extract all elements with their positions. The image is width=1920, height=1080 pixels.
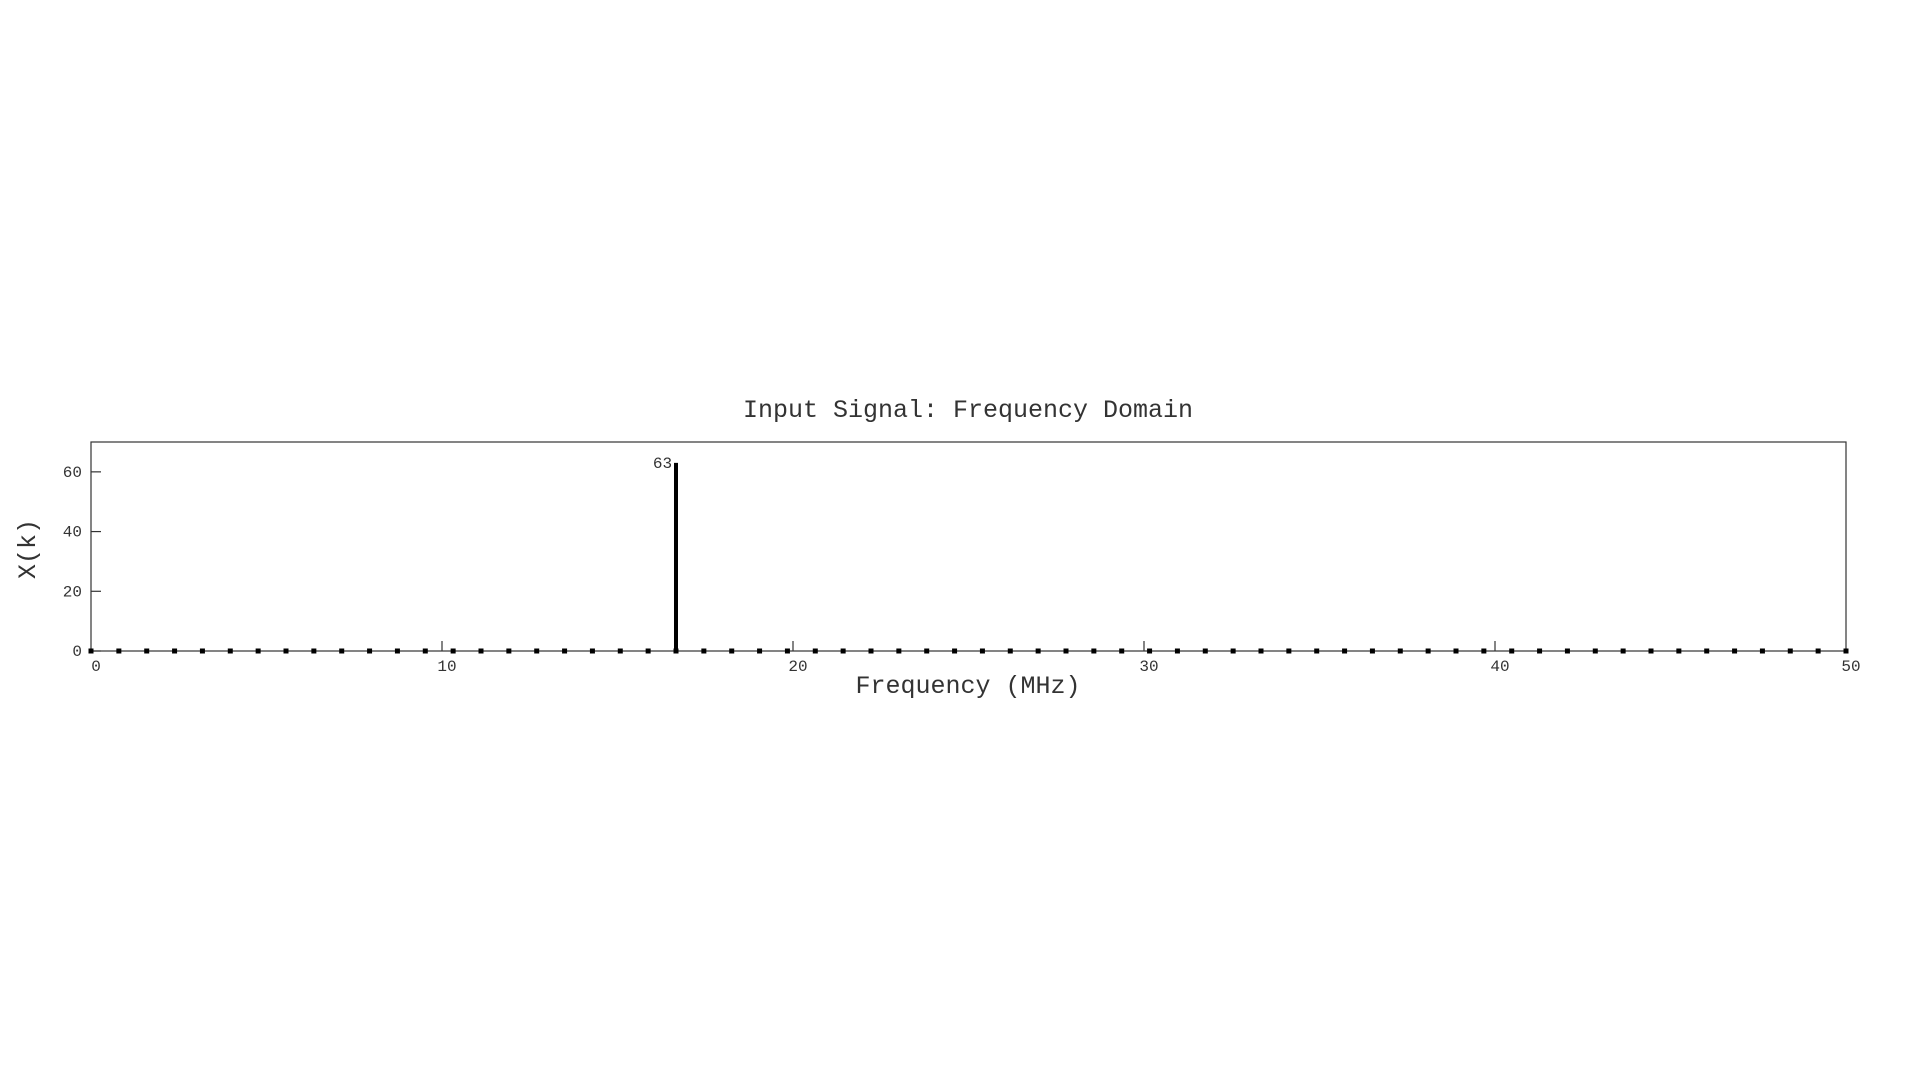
stem-marker (1620, 648, 1626, 654)
stem-marker (199, 648, 205, 654)
stem-marker (589, 648, 595, 654)
stem-marker (1119, 648, 1125, 654)
stem-marker (840, 648, 846, 654)
stem-marker (673, 648, 679, 654)
x-axis-ticks: 0 10 20 30 40 50 (91, 641, 1861, 676)
stem-marker (422, 648, 428, 654)
x-tick-label: 40 (1490, 658, 1509, 676)
stem-marker (506, 648, 512, 654)
plot-frame (90, 441, 1847, 652)
stem-marker (1035, 648, 1041, 654)
x-tick-label: 30 (1139, 658, 1158, 676)
stem-marker (394, 648, 400, 654)
stem-markers (88, 648, 1849, 654)
stem-marker (1425, 648, 1431, 654)
stem-marker (144, 648, 150, 654)
stem-marker (1174, 648, 1180, 654)
stem-marker (534, 648, 540, 654)
stem-marker (1230, 648, 1236, 654)
stem-marker (896, 648, 902, 654)
stem-marker (1787, 648, 1793, 654)
stem-marker (1453, 648, 1459, 654)
stem-marker (311, 648, 317, 654)
stem-marker (645, 648, 651, 654)
stem-marker (979, 648, 985, 654)
stem-marker (88, 648, 94, 654)
y-tick-label: 60 (63, 464, 82, 482)
stem-marker (227, 648, 233, 654)
stem-marker (1564, 648, 1570, 654)
stem-marker (729, 648, 735, 654)
y-tick-label: 40 (63, 524, 82, 542)
stem-marker (1314, 648, 1320, 654)
stem-marker (450, 648, 456, 654)
stem-marker (1537, 648, 1543, 654)
stem-marker (701, 648, 707, 654)
x-tick-label: 50 (1841, 658, 1860, 676)
stem-marker (1007, 648, 1013, 654)
stem-marker (1648, 648, 1654, 654)
y-axis-label: X(k) (14, 519, 43, 579)
stem-marker (757, 648, 763, 654)
stem-marker (1397, 648, 1403, 654)
stem-marker (617, 648, 623, 654)
stem-marker (116, 648, 122, 654)
stem-marker (1481, 648, 1487, 654)
stem-marker (868, 648, 874, 654)
stem-marker (1732, 648, 1738, 654)
stem-marker (1147, 648, 1153, 654)
stem-marker (1258, 648, 1264, 654)
x-tick-label: 0 (91, 658, 101, 676)
stem-marker (1815, 648, 1821, 654)
stem-marker (339, 648, 345, 654)
stem-marker (1509, 648, 1515, 654)
stem-marker (1286, 648, 1292, 654)
stem-marker (1202, 648, 1208, 654)
stem-marker (478, 648, 484, 654)
stem-marker (952, 648, 958, 654)
stem-marker (784, 648, 790, 654)
y-tick-label: 20 (63, 583, 82, 601)
stem-marker (924, 648, 930, 654)
x-axis-label: Frequency (MHz) (855, 672, 1080, 701)
stem-marker (1369, 648, 1375, 654)
stem-marker (1592, 648, 1598, 654)
stem-marker (562, 648, 568, 654)
stem-marker (283, 648, 289, 654)
y-tick-label: 0 (72, 643, 82, 661)
data-label-peak: 63 (653, 455, 672, 473)
stem-marker (1063, 648, 1069, 654)
stem-marker (1759, 648, 1765, 654)
stem-marker (1676, 648, 1682, 654)
stem-marker (1843, 648, 1849, 654)
stem-marker (812, 648, 818, 654)
chart-title: Input Signal: Frequency Domain (743, 396, 1193, 425)
stem-marker (1704, 648, 1710, 654)
y-axis-ticks: 0 20 40 60 (63, 464, 101, 661)
stem-marker (255, 648, 261, 654)
stem-marker (1091, 648, 1097, 654)
x-tick-label: 20 (788, 658, 807, 676)
stem-marker (1342, 648, 1348, 654)
x-tick-label: 10 (437, 658, 456, 676)
stem-marker (172, 648, 178, 654)
stem-marker (367, 648, 373, 654)
